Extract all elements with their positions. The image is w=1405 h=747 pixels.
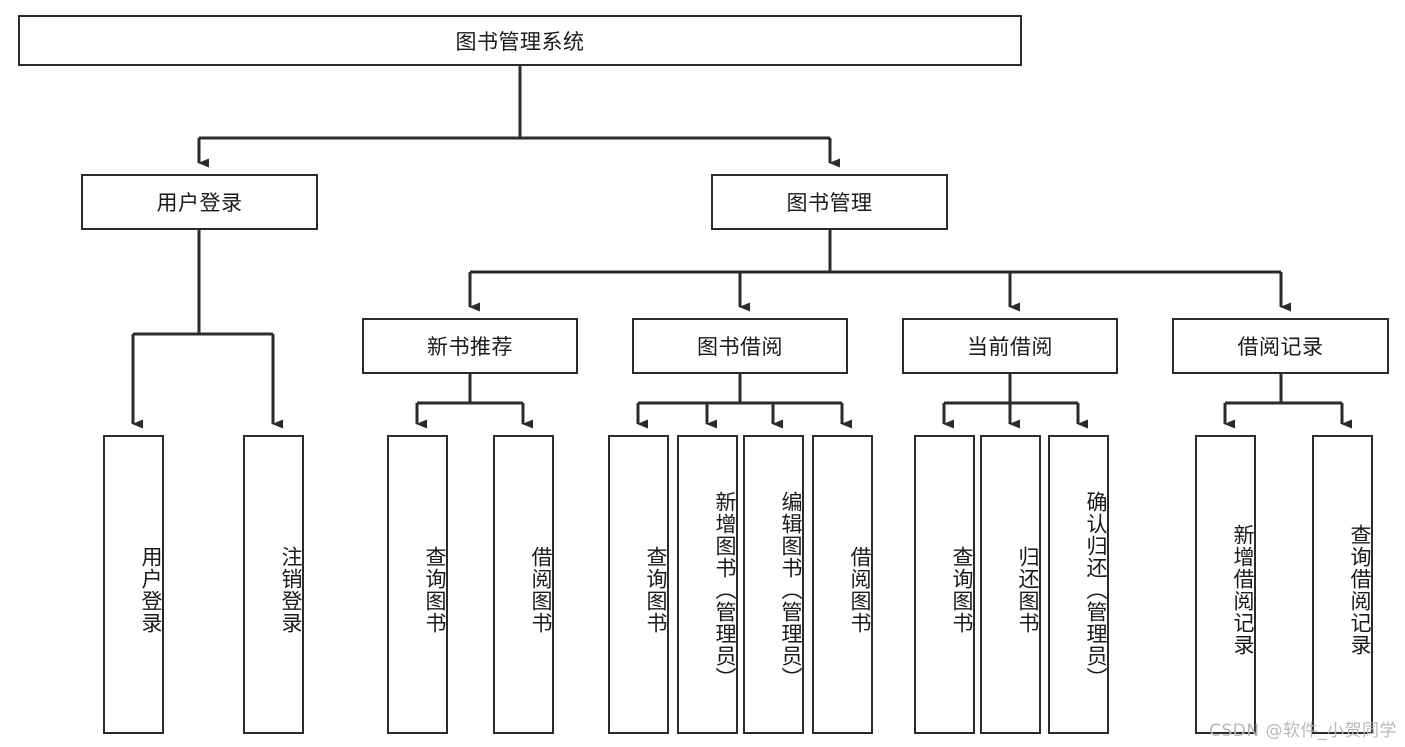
node-root-book-management-system[interactable]: 图书管理系统 xyxy=(18,15,1022,66)
node-label: 借阅图书 xyxy=(529,545,553,634)
node-label: 图书管理 xyxy=(786,191,873,215)
node-label: 图书借阅 xyxy=(697,335,783,359)
node-label: 查询图书 xyxy=(423,545,447,634)
node-leaf-user-login[interactable]: 用户登录 xyxy=(103,435,164,734)
node-user-login[interactable]: 用户登录 xyxy=(81,174,318,230)
node-book-management[interactable]: 图书管理 xyxy=(711,174,948,230)
node-label: 新书推荐 xyxy=(427,335,513,359)
node-leaf-query-book-1[interactable]: 查询图书 xyxy=(387,435,448,734)
node-label: 新增借阅记录 xyxy=(1231,523,1255,656)
node-label: 编辑图书（管理员） xyxy=(779,490,803,689)
node-leaf-add-record[interactable]: 新增借阅记录 xyxy=(1195,435,1256,734)
node-leaf-borrow-book-2[interactable]: 借阅图书 xyxy=(812,435,873,734)
node-leaf-confirm-return[interactable]: 确认归还（管理员） xyxy=(1048,435,1109,734)
node-label: 查询图书 xyxy=(950,545,974,634)
node-label: 用户登录 xyxy=(139,545,163,634)
node-label: 图书管理系统 xyxy=(455,29,585,54)
node-label: 借阅图书 xyxy=(848,545,872,634)
node-leaf-logout-login[interactable]: 注销登录 xyxy=(243,435,304,734)
node-book-borrow[interactable]: 图书借阅 xyxy=(632,318,848,374)
node-leaf-query-record[interactable]: 查询借阅记录 xyxy=(1312,435,1373,734)
node-label: 当前借阅 xyxy=(967,335,1053,359)
node-borrow-record[interactable]: 借阅记录 xyxy=(1172,318,1389,374)
node-label: 查询借阅记录 xyxy=(1348,523,1372,656)
node-label: 借阅记录 xyxy=(1237,335,1324,359)
node-label: 归还图书 xyxy=(1016,545,1040,634)
node-label: 用户登录 xyxy=(156,191,243,215)
node-label: 新增图书（管理员） xyxy=(713,490,737,689)
node-label: 确认归还（管理员） xyxy=(1084,490,1108,689)
node-leaf-borrow-book-1[interactable]: 借阅图书 xyxy=(493,435,554,734)
node-leaf-return-book[interactable]: 归还图书 xyxy=(980,435,1041,734)
node-label: 注销登录 xyxy=(279,545,303,634)
node-leaf-add-book[interactable]: 新增图书（管理员） xyxy=(677,435,738,734)
node-leaf-query-book-3[interactable]: 查询图书 xyxy=(914,435,975,734)
node-current-borrow[interactable]: 当前借阅 xyxy=(902,318,1118,374)
node-new-book-recommend[interactable]: 新书推荐 xyxy=(362,318,578,374)
node-label: 查询图书 xyxy=(644,545,668,634)
node-leaf-edit-book[interactable]: 编辑图书（管理员） xyxy=(743,435,804,734)
node-leaf-query-book-2[interactable]: 查询图书 xyxy=(608,435,669,734)
